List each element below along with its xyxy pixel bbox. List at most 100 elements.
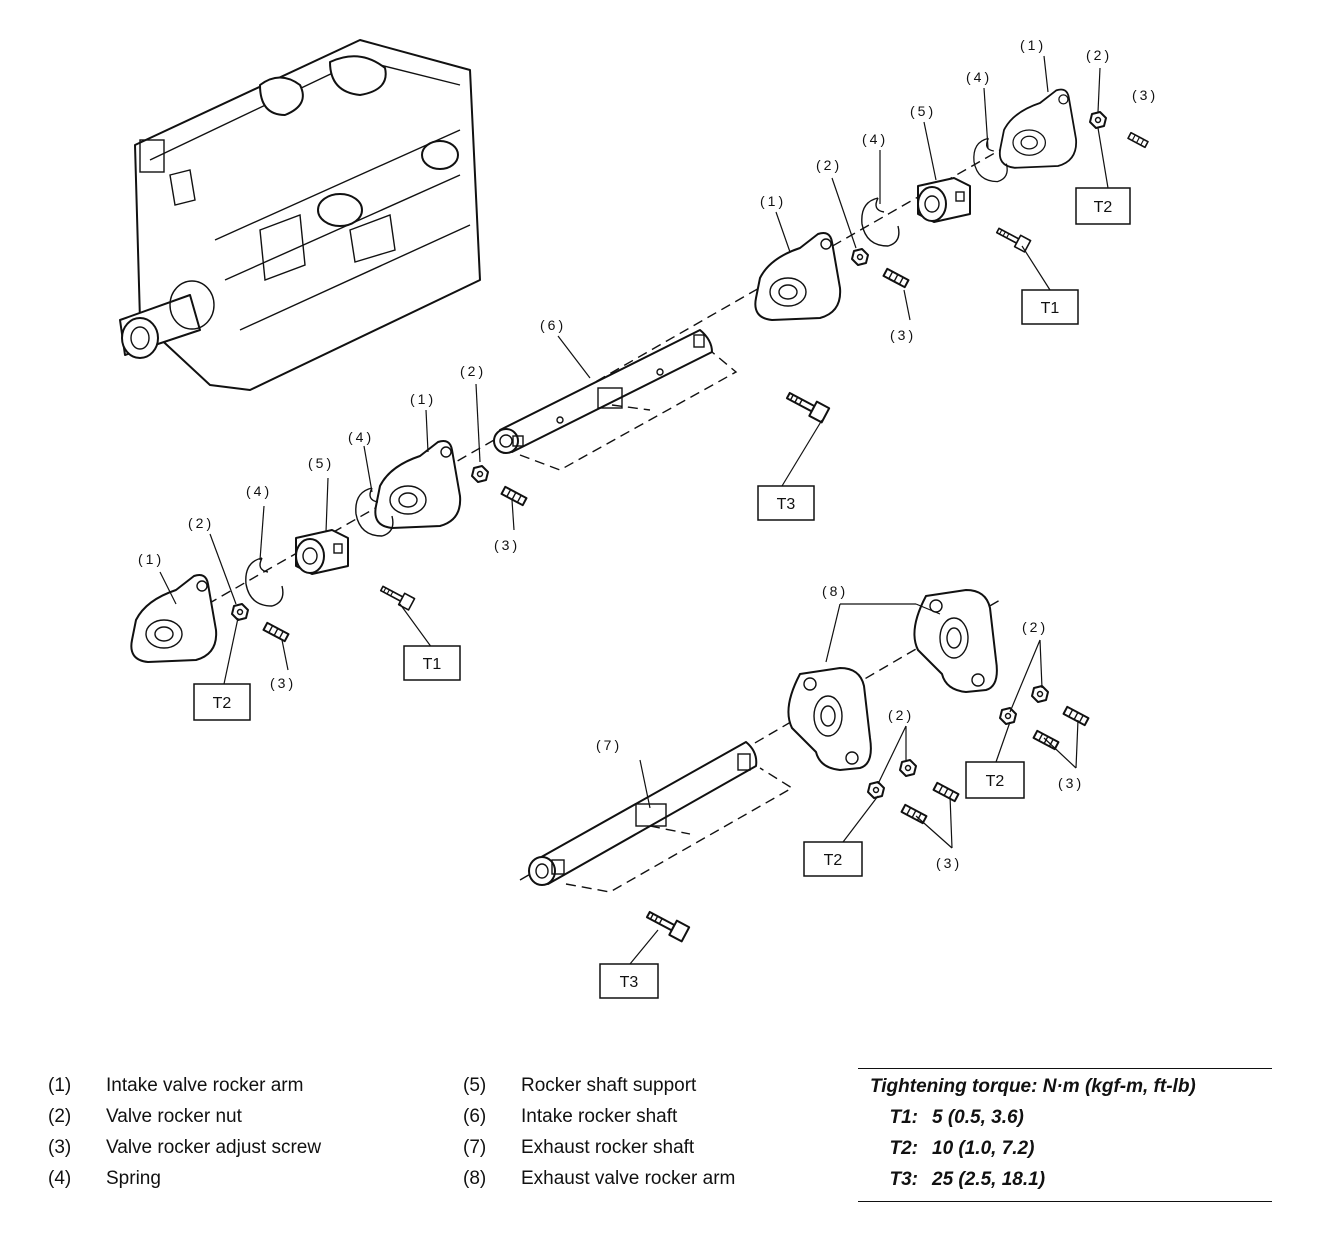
tag-t1-lower-label: T1 <box>423 656 442 673</box>
legend-num: (8) <box>463 1168 487 1189</box>
nut-mid <box>471 465 489 483</box>
legend-num: (5) <box>463 1075 487 1096</box>
callout-1-mid: (1) <box>410 391 436 407</box>
tag-t1-upper-label: T1 <box>1041 300 1060 317</box>
callout-3-ex-right: (3) <box>1058 775 1084 791</box>
callout-1-far: (1) <box>1020 37 1046 53</box>
callout-7: (7) <box>596 737 622 753</box>
nut-far <box>1089 111 1107 129</box>
callout-3-ex-left: (3) <box>936 855 962 871</box>
exhaust-screw-b <box>932 781 960 803</box>
spring-lower <box>245 557 284 607</box>
callout-1-lower: (1) <box>138 551 164 567</box>
legend-label: Spring <box>106 1168 161 1189</box>
legend-row: (7)Exhaust rocker shaft <box>463 1132 735 1163</box>
legend-row: (8) Exhaust valve rocker arm <box>463 1163 735 1194</box>
callout-2-upper: (2) <box>816 157 842 173</box>
intake-rocker-arm-mid <box>374 440 462 529</box>
support-bolt-lower <box>378 582 416 611</box>
torque-key: T3: <box>889 1169 919 1190</box>
exhaust-shaft-bolt <box>643 906 691 943</box>
callout-3-far: (3) <box>1132 87 1158 103</box>
parts-legend-right: (5) Rocker shaft support (6)Intake rocker… <box>463 1070 735 1194</box>
tag-t2-ex-left-label: T2 <box>824 852 843 869</box>
torque-row: T1: 5 (0.5, 3.6) <box>858 1102 1272 1133</box>
callout-5-lower: (5) <box>308 455 334 471</box>
rocker-shaft-support-lower <box>295 529 349 575</box>
torque-value: 5 (0.5, 3.6) <box>932 1107 1024 1128</box>
tag-t2-far <box>1075 187 1131 225</box>
callout-4-upper: (4) <box>862 131 888 147</box>
legend-row: (2) Valve rocker nut <box>48 1101 321 1132</box>
legend-num: (7) <box>463 1137 487 1158</box>
exhaust-screw-d <box>1062 705 1090 727</box>
callout-4-mid: (4) <box>348 429 374 445</box>
intake-shaft-bolt <box>783 387 831 424</box>
torque-key: T1: <box>889 1107 919 1128</box>
callout-1-upper: (1) <box>760 193 786 209</box>
torque-row: T3: 25 (2.5, 18.1) <box>858 1164 1272 1195</box>
exhaust-nut-b <box>899 759 917 777</box>
legend-label: Valve rocker adjust screw <box>106 1137 322 1158</box>
torque-table: Tightening torque: N·m (kgf-m, ft-lb) T1… <box>858 1068 1272 1202</box>
legend-row: (6)Intake rocker shaft <box>463 1101 735 1132</box>
screw-far <box>1127 131 1149 149</box>
callout-2-ex-right: (2) <box>1022 619 1048 635</box>
parts-legend-left: (1)Intake valve rocker arm (2) Valve rock… <box>48 1070 321 1194</box>
intake-rocker-shaft <box>493 329 738 471</box>
callout-2-far: (2) <box>1086 47 1112 63</box>
tag-t3-intake <box>757 485 815 521</box>
callout-4-far: (4) <box>966 69 992 85</box>
legend-label: Intake rocker shaft <box>521 1106 678 1127</box>
legend-label: Valve rocker nut <box>106 1106 242 1127</box>
callout-6: (6) <box>540 317 566 333</box>
callout-2-mid: (2) <box>460 363 486 379</box>
legend-num: (4) <box>48 1168 72 1189</box>
legend-num: (3) <box>48 1137 72 1158</box>
tag-t2-lower <box>193 683 251 721</box>
tag-t3-exhaust <box>599 963 659 999</box>
tag-t3-exhaust-label: T3 <box>620 974 639 991</box>
callout-8: (8) <box>822 583 848 599</box>
callout-2-lower: (2) <box>188 515 214 531</box>
tag-t2-far-label: T2 <box>1094 199 1113 216</box>
rocker-shaft-support-upper <box>917 177 971 223</box>
legend-row: (5) Rocker shaft support <box>463 1070 735 1101</box>
leader-lines <box>159 55 1109 965</box>
tag-t3-intake-label: T3 <box>777 496 796 513</box>
screw-upper <box>882 267 910 289</box>
exhaust-nut-a <box>867 781 885 799</box>
callout-3-upper: (3) <box>890 327 916 343</box>
tag-t2-ex-right <box>965 761 1025 799</box>
screw-mid <box>500 485 528 507</box>
tag-t1-upper <box>1021 289 1079 325</box>
tag-t2-ex-left <box>803 841 863 877</box>
exhaust-screw-a <box>900 803 928 825</box>
exhaust-rocker-arm-near <box>787 667 872 771</box>
intake-rocker-arm-upper <box>754 232 842 321</box>
intake-rocker-arm-far <box>998 88 1078 169</box>
torque-title: Tightening torque: N·m (kgf-m, ft-lb) <box>870 1076 1196 1097</box>
exploded-view-diagram: (1) (2) (3) (4) (5) (4) (2) (1) (3) (6) … <box>119 37 1158 999</box>
support-bolt-upper <box>994 224 1032 253</box>
legend-label: Intake valve rocker arm <box>106 1075 304 1096</box>
screw-lower <box>262 621 290 643</box>
callout-2-ex-left: (2) <box>888 707 914 723</box>
callout-3-lower: (3) <box>270 675 296 691</box>
legend-row: (3) Valve rocker adjust screw <box>48 1132 321 1163</box>
callout-5-upper: (5) <box>910 103 936 119</box>
tag-t2-lower-label: T2 <box>213 695 232 712</box>
nut-upper <box>851 248 869 266</box>
legend-label: Exhaust valve rocker arm <box>521 1168 736 1189</box>
legend-row: (1)Intake valve rocker arm <box>48 1070 321 1101</box>
exhaust-nut-c <box>999 707 1017 725</box>
torque-value: 10 (1.0, 7.2) <box>932 1138 1035 1159</box>
exhaust-rocker-arm-far <box>913 589 998 693</box>
tag-t1-lower <box>403 645 461 681</box>
callouts: (1) (2) (3) (4) (5) (4) (2) (1) (3) (6) … <box>138 37 1158 871</box>
torque-value: 25 (2.5, 18.1) <box>932 1169 1046 1190</box>
torque-tags: T2 T1 T3 T1 T2 T2 T2 T3 <box>193 187 1131 999</box>
torque-key: T2: <box>889 1138 919 1159</box>
legend-num: (2) <box>48 1106 72 1127</box>
legend-label: Rocker shaft support <box>521 1075 697 1096</box>
